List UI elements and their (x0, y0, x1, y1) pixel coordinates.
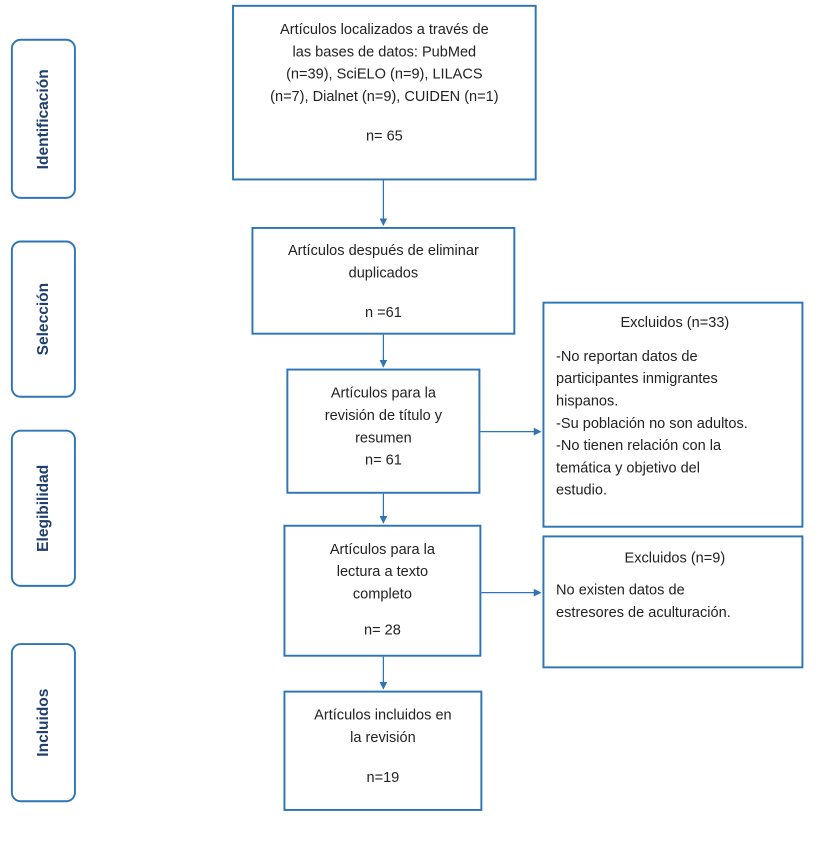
excluded-2-title: Excluidos (n=9) (624, 549, 726, 567)
identified-line-4: (n=7), Dialnet (n=9), CUIDEN (n=1) (270, 88, 499, 105)
identified-count: n= 65 (365, 128, 403, 145)
fulltext-line-3: completo (352, 585, 412, 603)
deduplicated-line-1: Artículos después de eliminar (287, 242, 479, 259)
phase-seleccion: Selección (10, 240, 76, 398)
excluded-1-title: Excluidos (n=33) (620, 314, 730, 331)
deduplicated-count: n =61 (364, 304, 402, 322)
fulltext-count: n= 28 (364, 621, 401, 639)
phase-identificacion: Identificación (10, 38, 76, 199)
excluded-1-line-7: estudio. (556, 482, 608, 499)
identified-line-3: (n=39), SciELO (n=9), LILACS (286, 65, 483, 83)
box-included: Artículos incluidos en la revisión n=19 (283, 690, 483, 811)
excluded-1-line-3: hispanos. (556, 392, 619, 410)
flow-arrows (379, 180, 542, 690)
identified-line-1: Artículos localizados a través de (280, 21, 489, 38)
box-fulltext: Artículos para la lectura a texto comple… (283, 524, 482, 657)
phase-incluidos: Incluidos (10, 643, 76, 803)
box-excluded-1: Excluidos (n=33) -No reportan datos de p… (542, 301, 804, 528)
included-line-2: la revisión (350, 729, 416, 746)
fulltext-line-1: Artículos para la (329, 541, 435, 558)
excluded-1-line-1: -No reportan datos de (556, 348, 698, 365)
fulltext-line-2: lectura a texto (336, 563, 429, 581)
box-screening: Artículos para la revisión de título y r… (286, 368, 481, 494)
included-line-1: Artículos incluidos en (314, 707, 452, 724)
identified-line-2: las bases de datos: PubMed (292, 43, 477, 61)
box-identified: Artículos localizados a través de las ba… (232, 4, 537, 181)
prisma-flow-diagram: Identificación Selección Elegibilidad In… (8, 0, 823, 816)
screening-line-3: resumen (355, 429, 412, 447)
excluded-1-line-4: -Su población no son adultos. (556, 415, 748, 432)
deduplicated-line-2: duplicados (348, 264, 419, 282)
screening-line-2: revisión de título y (324, 407, 443, 424)
excluded-1-line-2: participantes inmigrantes (556, 370, 718, 388)
phase-elegibilidad: Elegibilidad (10, 429, 76, 587)
excluded-1-line-6: temática y objetivo del (556, 459, 701, 477)
excluded-2-line-2: estresores de aculturación. (556, 604, 731, 621)
screening-count: n= 61 (364, 452, 402, 469)
excluded-2-line-1: No existen datos de (556, 582, 685, 599)
excluded-1-line-5: -No tienen relación con la (556, 437, 722, 454)
box-excluded-2: Excluidos (n=9) No existen datos de estr… (542, 535, 804, 669)
included-count: n=19 (366, 769, 400, 786)
box-deduplicated: Artículos después de eliminar duplicados… (251, 226, 516, 335)
screening-line-1: Artículos para la (330, 385, 436, 402)
